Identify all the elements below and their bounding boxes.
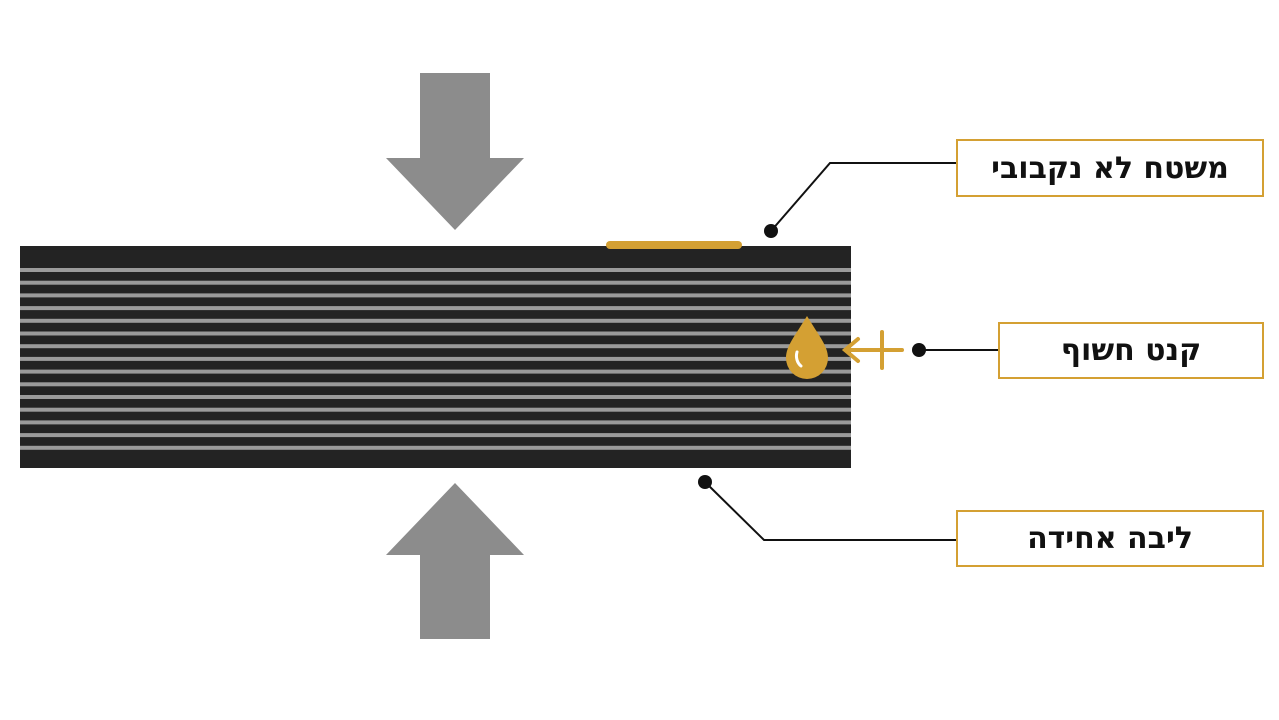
label-edge-text: קנט חשוף (1060, 333, 1202, 368)
board-layer-stripe (20, 407, 851, 412)
label-core: ליבה אחידה (956, 510, 1264, 567)
board-layer-stripe (20, 433, 851, 438)
laminated-board (20, 246, 851, 468)
board-layer-stripe (20, 382, 851, 387)
down-arrow-icon (386, 73, 524, 230)
board-layer-stripe (20, 344, 851, 349)
edge-arrow-icon (841, 337, 904, 363)
board-layer-stripe (20, 445, 851, 450)
board-layer-stripe (20, 356, 851, 361)
board-layer-stripe (20, 395, 851, 399)
board-layer-stripe (20, 268, 851, 272)
water-drop-icon (786, 316, 828, 379)
board-layers (20, 268, 851, 450)
label-surface: משטח לא נקבובי (956, 139, 1264, 197)
board-layer-stripe (20, 293, 851, 298)
board-layer-stripe (20, 331, 851, 336)
board-layer-stripe (20, 306, 851, 311)
label-edge: קנט חשוף (998, 322, 1264, 379)
leader-core (698, 475, 956, 541)
label-core-text: ליבה אחידה (1027, 521, 1193, 556)
board-layer-stripe (20, 420, 851, 425)
leader-edge (912, 343, 998, 357)
leader-surface (764, 162, 956, 238)
board-layer-stripe (20, 369, 851, 374)
label-surface-text: משטח לא נקבובי (991, 150, 1229, 186)
board-layer-stripe (20, 318, 851, 323)
board-layer-stripe (20, 280, 851, 285)
up-arrow-icon (386, 483, 524, 639)
